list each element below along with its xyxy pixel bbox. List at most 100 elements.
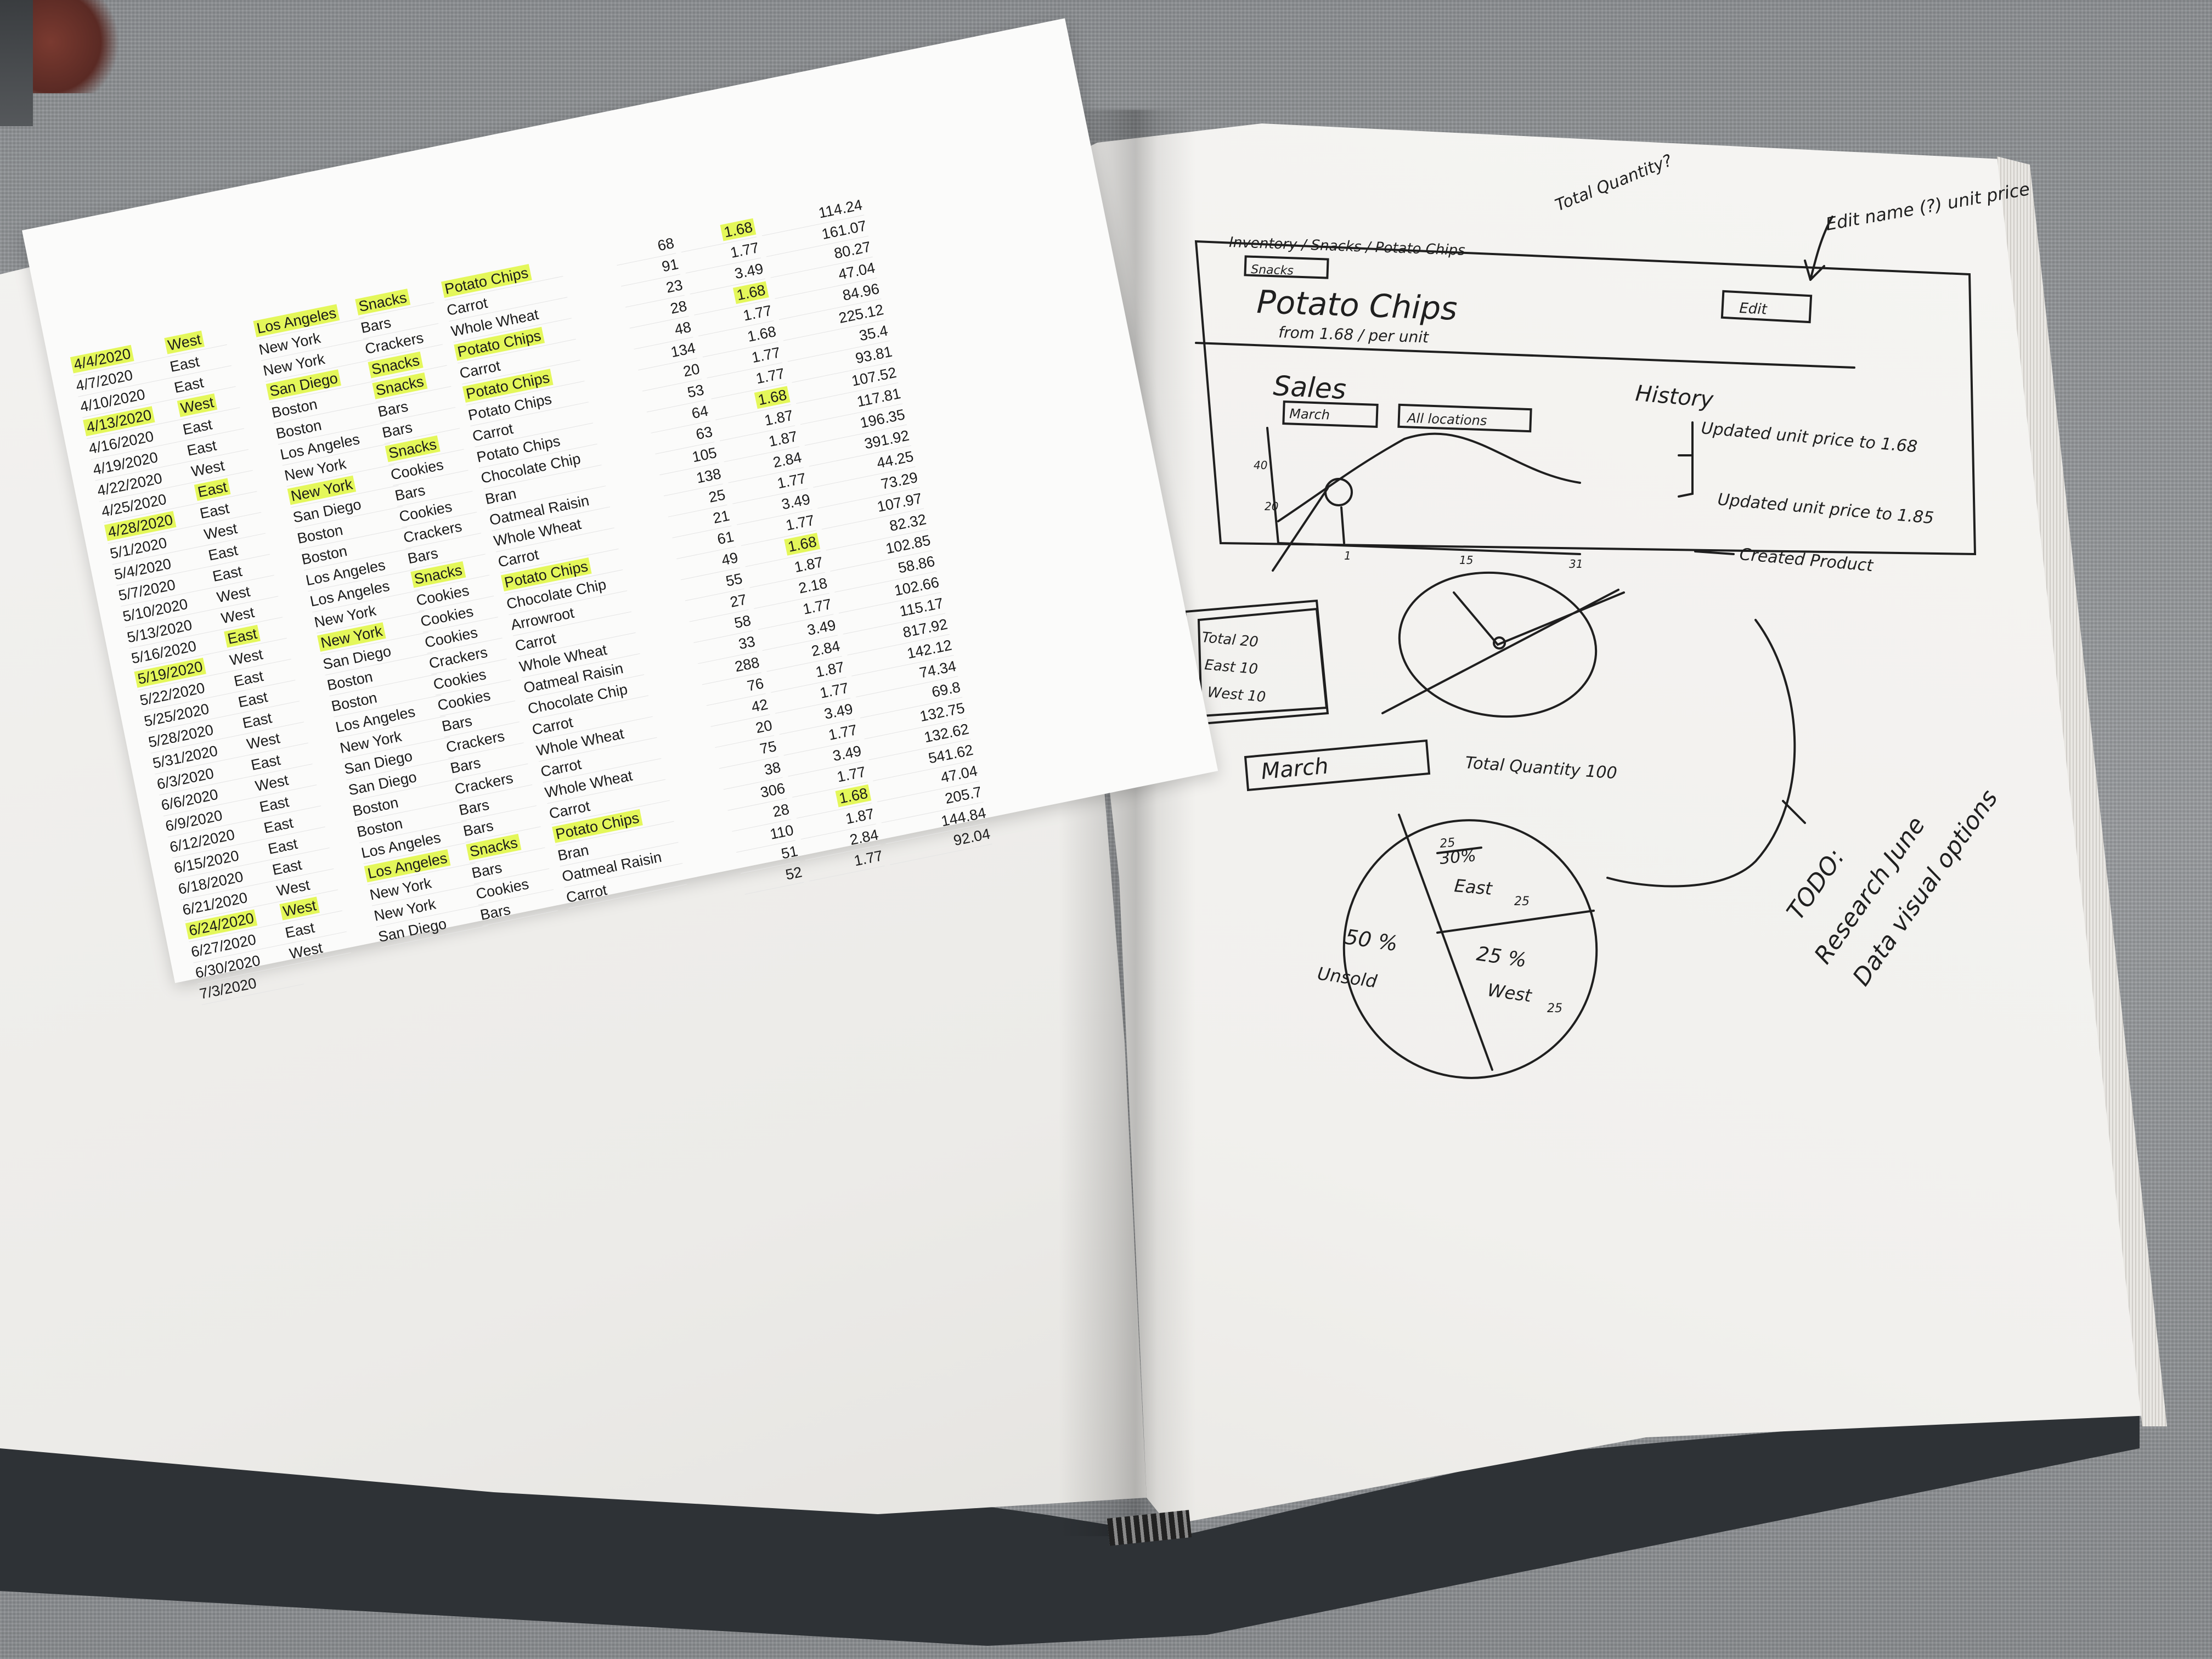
region-text: East: [249, 751, 282, 774]
unit-price-text: 1.68: [754, 386, 791, 409]
region-text: East: [270, 856, 303, 879]
region-text: East: [284, 919, 316, 941]
dark-corner: [0, 0, 33, 126]
quantity-text: 33: [737, 633, 757, 653]
tooltip-box-inner: [1197, 607, 1328, 718]
quantity-text: 105: [690, 444, 719, 466]
quantity-text: 51: [780, 843, 799, 862]
region-text: West: [287, 939, 324, 962]
line-chart-axes: [1266, 427, 1581, 555]
location-dropdown-label: All locations: [1406, 410, 1487, 428]
quantity-text: 52: [784, 864, 804, 883]
radial-gauge-center: [1493, 636, 1506, 650]
month-field-box: [1244, 739, 1431, 792]
history-item-2: Updated unit price to 1.85: [1717, 490, 1934, 528]
region-text: East: [168, 353, 201, 375]
unit-price-text: 2.84: [771, 449, 803, 471]
quantity-text: 64: [690, 402, 710, 422]
quantity-text: 288: [733, 654, 761, 675]
quantity-text: 138: [695, 465, 723, 487]
tag-label: Snacks: [1251, 263, 1294, 278]
note-total-quantity: Total Quantity?: [1553, 151, 1675, 215]
quantity-text: 25: [707, 486, 727, 506]
pie-unsold-label: Unsold: [1316, 963, 1379, 992]
edit-note: Edit name (?) unit price: [1824, 178, 2032, 235]
frame-outline: [1194, 240, 1977, 556]
x-tick-31: 31: [1569, 557, 1583, 571]
quantity-text: 21: [711, 507, 731, 527]
connector-curve: [1606, 619, 1796, 888]
y-tick-40: 40: [1254, 459, 1267, 472]
quantity-text: 110: [768, 821, 795, 843]
unit-price-text: 2.18: [797, 574, 829, 597]
total-text: 92.04: [952, 825, 992, 849]
unit-price-text: 1.87: [767, 428, 799, 450]
category-text: Bars: [359, 314, 393, 337]
unit-price-text: 2.84: [810, 637, 842, 660]
region-text: East: [232, 667, 265, 690]
unit-price-text: 1.77: [801, 595, 833, 618]
quantity-text: 28: [669, 297, 689, 317]
unit-price-text: 3.49: [831, 742, 863, 765]
quantity-text: 75: [758, 738, 778, 758]
edit-arrow: [1804, 216, 1833, 281]
pie-east-value: 25: [1514, 895, 1530, 909]
history-heading: History: [1634, 381, 1715, 413]
line-chart-curve: [1277, 432, 1581, 522]
total-quantity-label: Total Quantity 100: [1464, 753, 1617, 783]
category-text: Bars: [440, 712, 474, 735]
pie-chart-outline: [1342, 819, 1598, 1079]
unit-price-text: 1.77: [729, 239, 761, 262]
tooltip-line-east: East 10: [1204, 657, 1259, 678]
sales-heading: Sales: [1272, 370, 1347, 405]
unit-price-text: 3.49: [805, 617, 838, 639]
quantity-text: 20: [754, 716, 774, 737]
chart-point-highlight: [1324, 478, 1353, 506]
region-text: East: [181, 416, 214, 438]
region-text: East: [185, 437, 218, 459]
pie-chart-dividers: [1398, 814, 1595, 1071]
quantity-text: 91: [660, 256, 680, 275]
radial-gauge: [1398, 571, 1598, 718]
edit-button-label: Edit: [1739, 300, 1768, 318]
quantity-text: 306: [759, 780, 787, 801]
category-text: Bars: [461, 817, 495, 840]
connector-tick: [1782, 800, 1806, 824]
product-title: Potato Chips: [1256, 283, 1458, 328]
unit-price-text: 1.77: [827, 721, 859, 744]
region-text: East: [172, 374, 205, 397]
month-field-label: March: [1260, 753, 1329, 785]
quantity-text: 58: [732, 612, 753, 632]
region-text: East: [207, 541, 240, 564]
total-text: 69.8: [930, 679, 962, 701]
product-subtitle: from 1.68 / per unit: [1278, 323, 1430, 347]
quantity-text: 61: [715, 528, 736, 548]
region-text: East: [262, 814, 295, 837]
category-text: Bars: [449, 754, 482, 777]
quantity-text: 49: [720, 549, 740, 569]
unit-price-text: 1.77: [750, 344, 782, 366]
y-tick-20: 20: [1265, 500, 1278, 513]
tooltip-line-total: Total 20: [1201, 629, 1259, 651]
quantity-text: 63: [694, 423, 714, 443]
unit-price-text: 1.77: [741, 302, 774, 324]
category-text: Bars: [380, 419, 414, 442]
product-text: Bran: [483, 485, 518, 508]
quantity-text: 23: [664, 276, 684, 296]
product-text: Bran: [556, 842, 590, 864]
region-text: East: [236, 689, 269, 711]
quantity-text: 38: [763, 759, 782, 778]
category-text: Bars: [376, 398, 410, 420]
quantity-text: 27: [729, 591, 748, 611]
pie-west-value: 25: [1547, 1002, 1562, 1015]
region-text: East: [266, 835, 299, 857]
pie-east-old: 30%: [1439, 846, 1477, 868]
unit-price-text: 3.49: [822, 700, 855, 723]
quantity-text: 53: [686, 381, 706, 401]
unit-price-text: 1.68: [720, 218, 757, 241]
history-item-3: Created Product: [1739, 545, 1874, 575]
pie-strike: [1436, 847, 1482, 854]
quantity-text: 68: [656, 234, 676, 255]
pie-west-label: West: [1486, 979, 1533, 1006]
unit-price-text: 3.49: [733, 260, 765, 283]
